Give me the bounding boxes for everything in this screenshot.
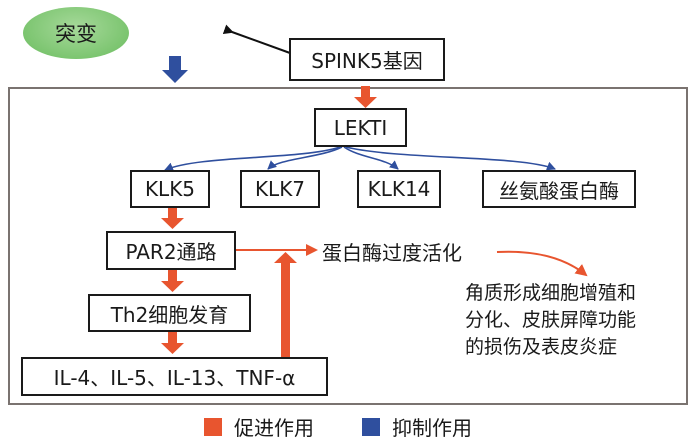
- lekti-to-klk14-arrow: [343, 146, 399, 170]
- cytokines-node: IL-4、IL-5、IL-13、TNF-α: [21, 357, 328, 396]
- overactivation-to-outcome-arrow: [496, 250, 588, 277]
- klk5-node: KLK5: [130, 170, 210, 208]
- legend-item-inhibit: 抑制作用: [362, 412, 472, 441]
- klk7-node: KLK7: [240, 170, 320, 208]
- protease-overactivation-text: 蛋白酶过度活化: [322, 241, 462, 265]
- klk14-label: KLK14: [367, 177, 431, 201]
- mutation-node: 突变: [23, 7, 129, 59]
- outcome-description: 角质形成细胞增殖和 分化、皮肤屏障功能 的损伤及表皮炎症: [465, 280, 636, 361]
- th2-development-label: Th2细胞发育: [110, 302, 229, 327]
- outcome-line: 分化、皮肤屏障功能: [465, 309, 637, 331]
- gene-to-mutation-arrow: [222, 24, 291, 54]
- klk7-label: KLK7: [254, 177, 306, 201]
- klk5-to-par2-arrow: [161, 207, 184, 229]
- pathway-frame: [8, 87, 688, 405]
- legend-item-promote: 促进作用: [204, 412, 314, 441]
- promote-swatch: [204, 417, 222, 436]
- lekti-label: LEKTI: [333, 115, 388, 140]
- serine-protease-node: 丝氨酸蛋白酶: [482, 170, 636, 208]
- cytokines-label: IL-4、IL-5、IL-13、TNF-α: [53, 366, 296, 390]
- outcome-line: 角质形成细胞增殖和: [465, 282, 637, 304]
- lekti-to-klk7-arrow: [267, 146, 343, 170]
- th2-to-cytokines-arrow: [161, 332, 184, 354]
- spink5-gene-label: SPINK5基因: [311, 49, 423, 73]
- cytokines-feedback-arrow: [274, 252, 297, 357]
- outcome-line: 的损伤及表皮炎症: [465, 336, 618, 358]
- inhibit-block-arrow: [162, 56, 188, 83]
- klk5-label: KLK5: [144, 177, 196, 201]
- legend-label-inhibit: 抑制作用: [392, 416, 472, 440]
- inhibit-swatch: [362, 417, 380, 436]
- mutation-label: 突变: [55, 22, 97, 46]
- klk14-node: KLK14: [357, 170, 441, 208]
- gene-to-lekti-arrow: [354, 86, 377, 108]
- spink5-gene-node: SPINK5基因: [289, 38, 445, 81]
- serine-protease-label: 丝氨酸蛋白酶: [499, 178, 619, 203]
- th2-development-node: Th2细胞发育: [88, 294, 251, 332]
- par2-pathway-node: PAR2通路: [106, 231, 236, 270]
- lekti-to-protease-arrow: [345, 146, 556, 171]
- par2-to-th2-arrow: [161, 270, 184, 292]
- lekti-node: LEKTI: [314, 108, 407, 147]
- lekti-to-klk5-arrow: [164, 146, 341, 171]
- legend-label-promote: 促进作用: [234, 416, 314, 440]
- par2-pathway-label: PAR2通路: [125, 240, 217, 264]
